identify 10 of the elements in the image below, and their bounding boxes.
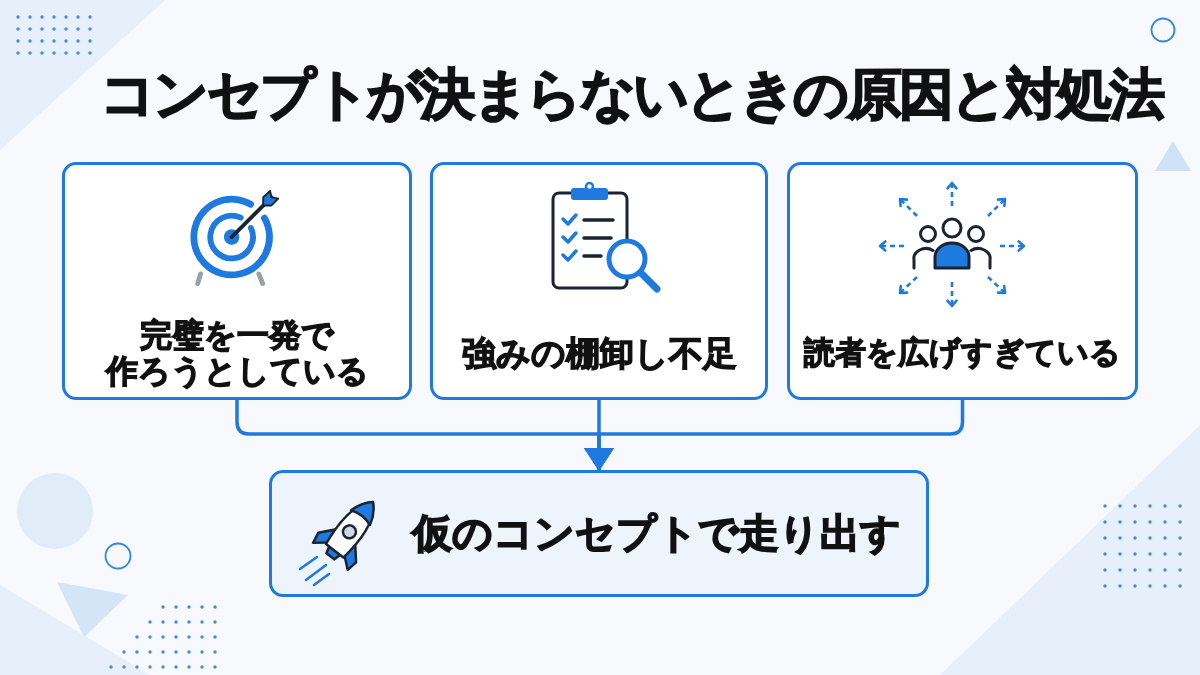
action-box: [269, 470, 929, 597]
title: コンセプトが決まらないときの原因と対処法: [100, 64, 1162, 125]
arrow: [584, 400, 965, 471]
action-text: 仮のコンセプトで走り出す: [412, 510, 901, 557]
cause-text: 読者を広げすぎている: [804, 335, 1121, 371]
cause-box: [787, 162, 1138, 400]
cause-text: 完璧を一発で作ろうとしている: [104, 316, 370, 390]
cause-box: [430, 162, 768, 400]
cause-text: 強みの棚卸し不足: [461, 333, 737, 373]
cause-box: [62, 162, 412, 400]
